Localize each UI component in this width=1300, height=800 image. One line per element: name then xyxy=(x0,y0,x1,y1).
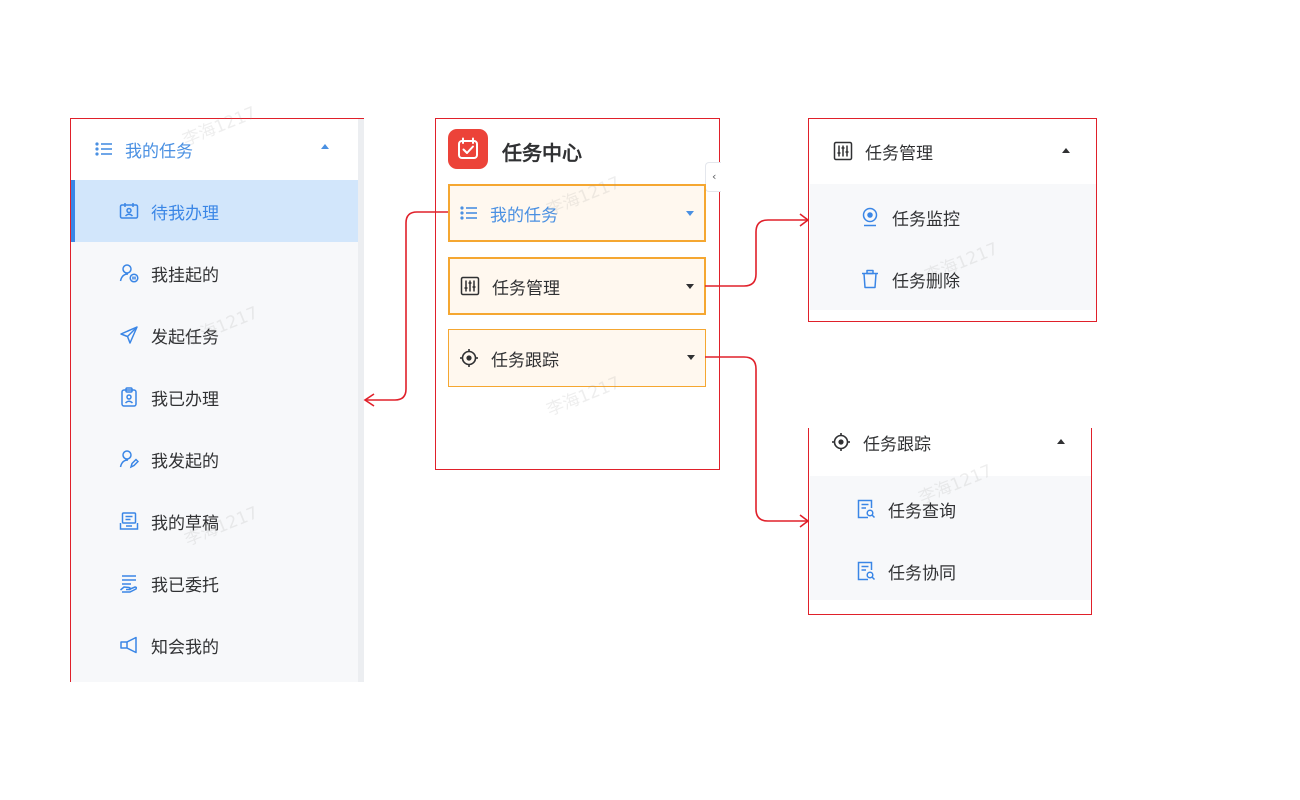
caret-up-icon xyxy=(1056,438,1066,445)
menu-item-label: 任务协同 xyxy=(888,563,956,584)
nav-task-management-label: 任务管理 xyxy=(492,278,560,299)
menu-item-label: 我已委托 xyxy=(151,575,219,596)
menu-item-label: 知会我的 xyxy=(151,637,219,658)
my-tasks-submenu: 待我办理 我挂起的 发起任务 我已办理 xyxy=(71,180,358,682)
task-management-header[interactable]: 任务管理 xyxy=(809,119,1096,183)
scrollbar[interactable] xyxy=(358,119,364,682)
caret-down-icon xyxy=(686,354,696,361)
app-title: 任务中心 xyxy=(502,141,582,165)
task-management-popup: 任务管理 任务监控 任务删除 xyxy=(808,118,1097,322)
nav-task-tracking-label: 任务跟踪 xyxy=(491,350,559,371)
monitor-icon xyxy=(860,207,880,227)
my-tasks-menu-label: 我的任务 xyxy=(125,141,193,162)
task-tracking-popup: 任务跟踪 任务查询 任务协同 xyxy=(808,428,1092,615)
megaphone-icon xyxy=(119,635,139,655)
clipboard-user-icon xyxy=(119,387,139,407)
menu-item-handled[interactable]: 我已办理 xyxy=(71,366,358,428)
nav-my-tasks[interactable]: 我的任务 xyxy=(448,184,706,242)
menu-item-pending[interactable]: 待我办理 xyxy=(71,180,358,242)
caret-up-icon xyxy=(320,143,330,150)
caret-down-icon xyxy=(685,283,695,290)
user-edit-icon xyxy=(119,449,139,469)
arrowhead-left xyxy=(363,393,375,407)
caret-up-icon xyxy=(1061,147,1071,154)
menu-item-delegated[interactable]: 我已委托 xyxy=(71,552,358,614)
menu-item-suspended[interactable]: 我挂起的 xyxy=(71,242,358,304)
menu-item-label: 我的草稿 xyxy=(151,513,219,534)
task-tracking-header-label: 任务跟踪 xyxy=(863,434,931,455)
chevron-left-icon: ‹ xyxy=(712,170,717,183)
menu-item-start-task[interactable]: 发起任务 xyxy=(71,304,358,366)
menu-item-task-query[interactable]: 任务查询 xyxy=(810,478,1091,540)
menu-item-label: 我已办理 xyxy=(151,389,219,410)
target-icon xyxy=(831,432,851,452)
caret-down-icon xyxy=(685,210,695,217)
nav-task-management[interactable]: 任务管理 xyxy=(448,257,706,315)
my-tasks-menu-header[interactable]: 我的任务 xyxy=(71,119,358,179)
target-icon xyxy=(459,348,479,368)
sliders-icon xyxy=(460,276,480,296)
list-icon xyxy=(95,141,113,157)
sliders-icon xyxy=(833,141,853,161)
doc-search-icon xyxy=(856,561,876,581)
nav-task-tracking[interactable]: 任务跟踪 xyxy=(448,329,706,387)
calendar-user-icon xyxy=(119,202,139,220)
my-tasks-expanded-menu: 我的任务 待我办理 我挂起的 xyxy=(70,118,364,682)
doc-search-icon xyxy=(856,499,876,519)
menu-item-label: 我发起的 xyxy=(151,451,219,472)
menu-item-task-collab[interactable]: 任务协同 xyxy=(810,540,1091,602)
menu-item-initiated[interactable]: 我发起的 xyxy=(71,428,358,490)
collapse-toggle[interactable]: ‹ xyxy=(705,162,721,192)
task-center-menu: 任务中心 ‹ 我的任务 任务管理 任务跟踪 xyxy=(435,118,721,470)
list-icon xyxy=(460,205,478,221)
menu-item-task-delete[interactable]: 任务删除 xyxy=(810,248,1096,310)
connector-task-management xyxy=(705,219,808,287)
arrowhead-right xyxy=(799,213,810,227)
menu-item-label: 我挂起的 xyxy=(151,265,219,286)
arrowhead-right xyxy=(799,514,810,528)
task-tracking-header[interactable]: 任务跟踪 xyxy=(809,410,1091,474)
trash-icon xyxy=(860,269,880,289)
menu-item-drafts[interactable]: 我的草稿 xyxy=(71,490,358,552)
menu-item-label: 任务监控 xyxy=(892,209,960,230)
user-pause-icon xyxy=(119,263,139,283)
menu-item-label: 发起任务 xyxy=(151,327,219,348)
menu-item-label: 任务查询 xyxy=(888,501,956,522)
connector-task-tracking xyxy=(705,356,808,522)
hand-delegate-icon xyxy=(119,573,139,593)
nav-my-tasks-label: 我的任务 xyxy=(490,205,558,226)
app-logo xyxy=(448,129,488,169)
send-icon xyxy=(119,325,139,345)
draft-icon xyxy=(119,511,139,531)
task-tracking-submenu: 任务查询 任务协同 xyxy=(810,476,1091,600)
menu-item-task-monitor[interactable]: 任务监控 xyxy=(810,186,1096,248)
menu-item-notified[interactable]: 知会我的 xyxy=(71,614,358,676)
task-management-submenu: 任务监控 任务删除 xyxy=(810,184,1096,310)
menu-item-label: 待我办理 xyxy=(151,203,219,224)
menu-item-label: 任务删除 xyxy=(892,271,960,292)
task-management-header-label: 任务管理 xyxy=(865,143,933,164)
